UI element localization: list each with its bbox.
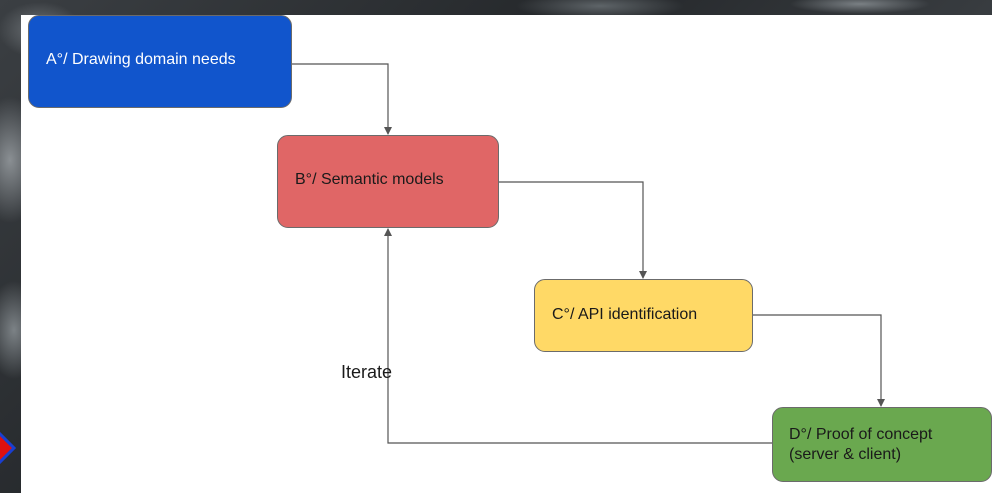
node-api-identification: C°/ API identification <box>534 279 753 352</box>
edge-d-to-b <box>384 228 772 444</box>
node-proof-of-concept: D°/ Proof of concept (server & client) <box>772 407 992 482</box>
red-arrow-icon[interactable] <box>0 426 24 470</box>
edge-b-to-c <box>499 181 647 279</box>
node-drawing-domain-needs: A°/ Drawing domain needs <box>28 15 292 108</box>
edge-c-to-d <box>753 314 885 407</box>
edge-iterate-label: Iterate <box>341 362 393 382</box>
node-semantic-models: B°/ Semantic models <box>277 135 499 228</box>
node-a-label: A°/ Drawing domain needs <box>46 50 236 68</box>
edge-a-to-b <box>292 63 392 135</box>
node-b-label: B°/ Semantic models <box>295 170 444 188</box>
node-c-label: C°/ API identification <box>552 305 698 323</box>
node-d-label: D°/ Proof of concept (server & client) <box>789 425 933 463</box>
